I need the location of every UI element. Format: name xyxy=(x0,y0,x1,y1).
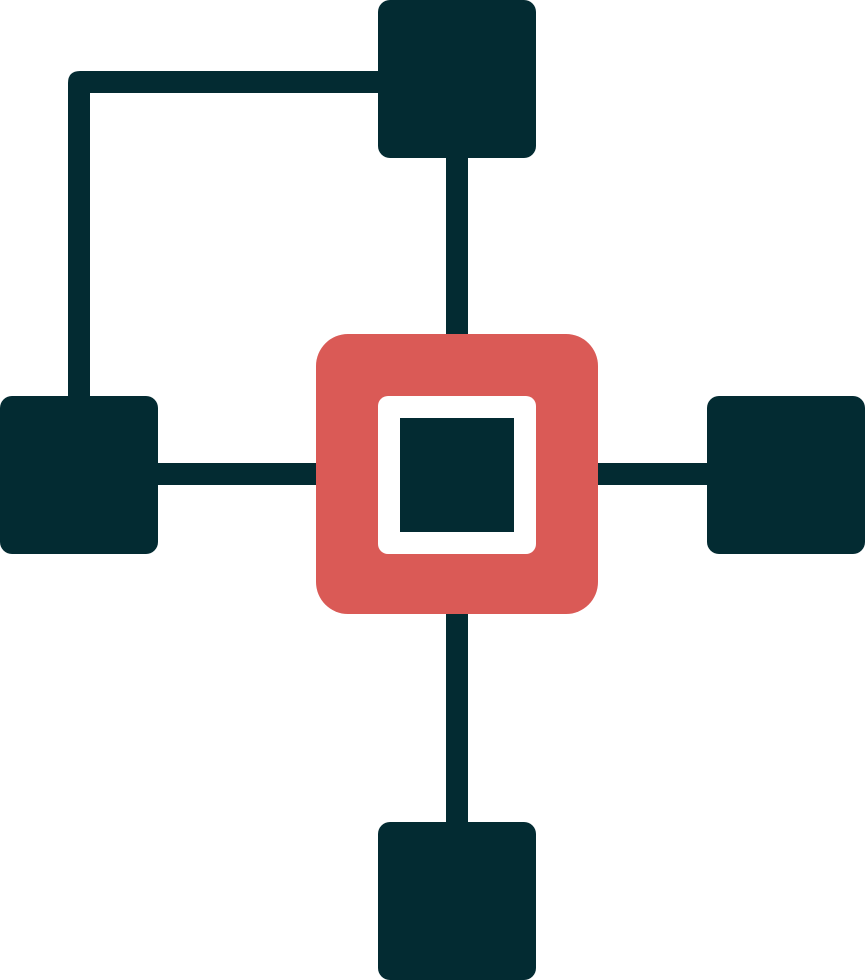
hub xyxy=(316,334,598,614)
connectors xyxy=(68,71,711,825)
node-right xyxy=(707,396,865,554)
connector-hub-to-bottom xyxy=(446,610,468,825)
node-left xyxy=(0,396,158,554)
node-top xyxy=(378,0,536,158)
node-bottom xyxy=(378,822,536,980)
connector-hub-to-right xyxy=(596,463,711,485)
hub-core xyxy=(400,418,514,532)
connector-left-to-hub xyxy=(155,463,320,485)
connector-top-to-hub xyxy=(446,155,468,335)
